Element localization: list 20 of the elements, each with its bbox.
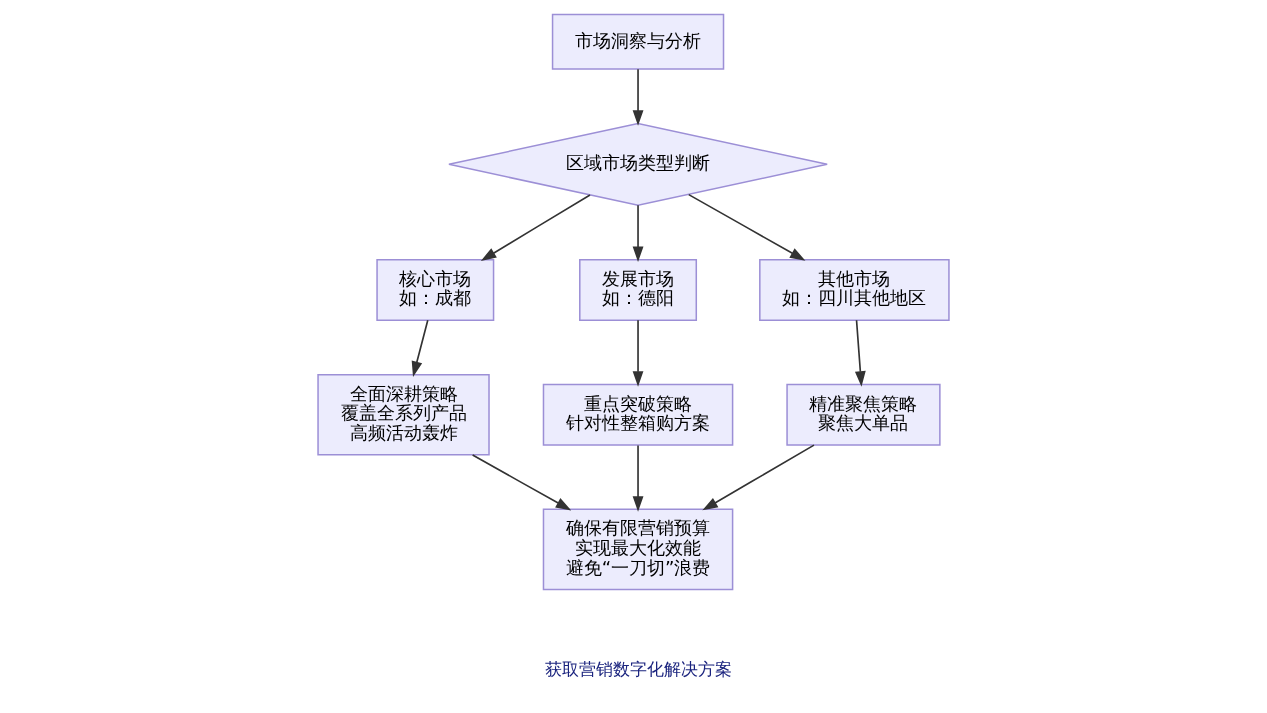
arrow [480,194,591,261]
node-box: 核心市场 如：成都 [376,258,495,321]
arrow [854,319,866,387]
node-box: 发展市场 如：德阳 [579,258,698,321]
arrow [632,444,644,512]
node-box: 其他市场 如：四川其他地区 [759,258,950,321]
arrow [632,68,644,126]
arrow [632,204,644,263]
arrow [702,444,815,511]
arrow [632,319,644,387]
node-box: 市场洞察与分析 [551,13,725,70]
label: 获取营销数字化解决方案 [544,660,732,680]
node-box: 重点突破策略 针对性整箱购方案 [542,383,734,446]
node-box: 精准聚焦策略 聚焦大单品 [786,383,941,446]
node-diamond: 区域市场类型判断 [448,122,828,206]
node-box: 确保有限营销预算 实现最大化效能 避免“一刀切”浪费 [542,508,734,591]
arrow [471,454,572,511]
node-box: 全面深耕策略 覆盖全系列产品 高频活动轰炸 [317,373,490,456]
arrow [411,319,429,377]
arrow [687,193,806,261]
